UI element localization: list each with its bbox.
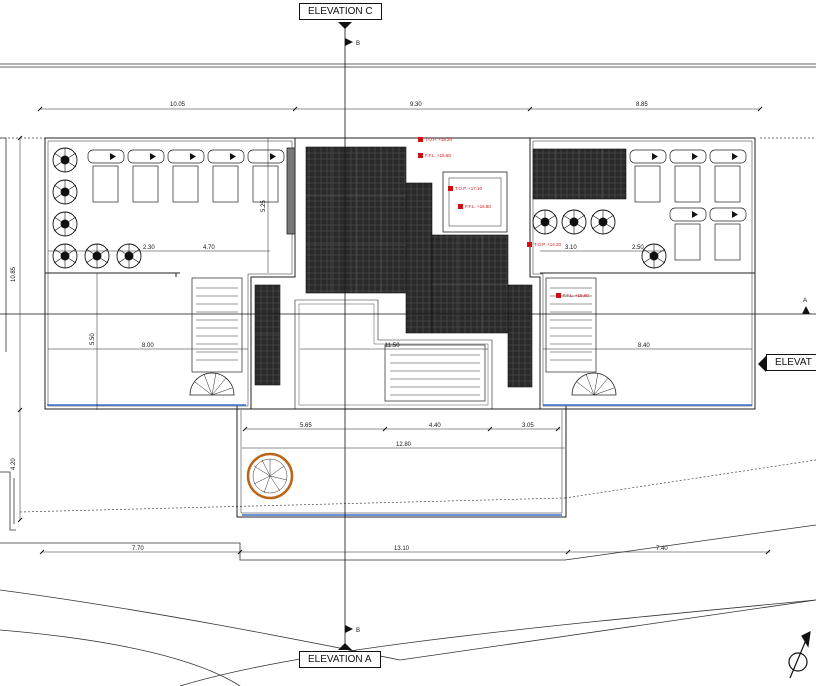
fan-unit bbox=[52, 211, 78, 237]
dim-terrace-1: 5.65 bbox=[300, 423, 312, 429]
fan-unit bbox=[641, 243, 667, 269]
spiral-stairs bbox=[189, 372, 617, 396]
dim-bottom-1: 7.70 bbox=[132, 546, 144, 552]
solar-grid bbox=[255, 147, 603, 336]
dim-upper-vertical: 5.25 bbox=[261, 200, 267, 212]
hvac-unit-marks bbox=[110, 153, 738, 218]
dim-bottom-3: 7.40 bbox=[656, 546, 668, 552]
dim-left-lower: 4.20 bbox=[11, 458, 17, 470]
elevation-arrows bbox=[338, 22, 766, 650]
level-ffl-upper: F.F.L. +15.60 bbox=[425, 153, 451, 158]
dim-room-left: 8.00 bbox=[142, 343, 154, 349]
left-edge bbox=[0, 137, 16, 531]
dim-left-mid: 4.70 bbox=[203, 245, 215, 251]
dim-room-right: 8.40 bbox=[638, 343, 650, 349]
dim-top-3: 8.85 bbox=[636, 102, 648, 108]
fan-unit bbox=[84, 243, 110, 269]
axis-lines bbox=[0, 22, 816, 650]
property-line-dashed bbox=[0, 137, 816, 513]
fan-unit bbox=[116, 243, 142, 269]
spiral-stair-terrace bbox=[246, 452, 294, 500]
fan-unit bbox=[52, 147, 78, 173]
dim-right-small: 3.10 bbox=[565, 245, 577, 251]
fan-units bbox=[52, 147, 667, 269]
north-arrow-icon bbox=[788, 630, 811, 679]
level-markers bbox=[418, 137, 561, 298]
section-mark-right: A bbox=[803, 298, 807, 304]
building-outline bbox=[44, 137, 756, 518]
elevation-a-label: ELEVATION A bbox=[299, 651, 381, 668]
dimension-lines bbox=[19, 108, 770, 553]
hvac-units bbox=[87, 149, 747, 261]
level-ffl-mid: F.F.L. +16.80 bbox=[465, 204, 491, 209]
dim-top-1: 10.05 bbox=[170, 102, 186, 108]
dim-terrace-3: 3.05 bbox=[522, 423, 534, 429]
section-mark-bottom: B bbox=[356, 628, 360, 634]
section-marker-bottom: B bbox=[345, 625, 360, 634]
dim-top-2: 9.30 bbox=[410, 102, 422, 108]
dim-left-height: 10.85 bbox=[11, 266, 17, 282]
fan-unit bbox=[52, 179, 78, 205]
level-tdp-mid: T.O.P. +17.10 bbox=[455, 186, 483, 191]
dim-right-mid: 2.50 bbox=[632, 245, 644, 251]
fan-unit bbox=[532, 209, 558, 235]
level-tdp-top: T.O.P. +18.20 bbox=[425, 137, 453, 142]
dim-terrace-total: 12.80 bbox=[396, 442, 412, 448]
staircases bbox=[191, 277, 597, 402]
dimension-ticks bbox=[17, 106, 771, 555]
fan-unit bbox=[52, 243, 78, 269]
elevation-right-label: ELEVAT bbox=[766, 354, 816, 371]
section-mark-top: B bbox=[356, 41, 360, 47]
roof-lantern bbox=[286, 147, 508, 235]
stair-treads bbox=[196, 287, 592, 396]
level-ffl-right: F.F.L. +15.60 bbox=[563, 293, 589, 298]
level-tdp-right: T.O.P. +14.20 bbox=[534, 242, 562, 247]
dim-inner-vertical: 5.50 bbox=[90, 333, 96, 345]
section-marker-top: B bbox=[345, 38, 360, 47]
section-marker-right: A bbox=[802, 298, 810, 314]
solar-panels bbox=[254, 146, 627, 388]
fan-unit bbox=[590, 209, 616, 235]
site-boundary bbox=[0, 63, 816, 686]
elevation-c-label: ELEVATION C bbox=[299, 3, 382, 20]
fan-unit bbox=[561, 209, 587, 235]
dim-terrace-2: 4.40 bbox=[429, 423, 441, 429]
dim-bottom-2: 13.10 bbox=[394, 546, 410, 552]
dim-center-width: 11.50 bbox=[385, 343, 400, 349]
dim-left-small: 2.30 bbox=[143, 245, 155, 251]
water-edge bbox=[47, 404, 752, 516]
